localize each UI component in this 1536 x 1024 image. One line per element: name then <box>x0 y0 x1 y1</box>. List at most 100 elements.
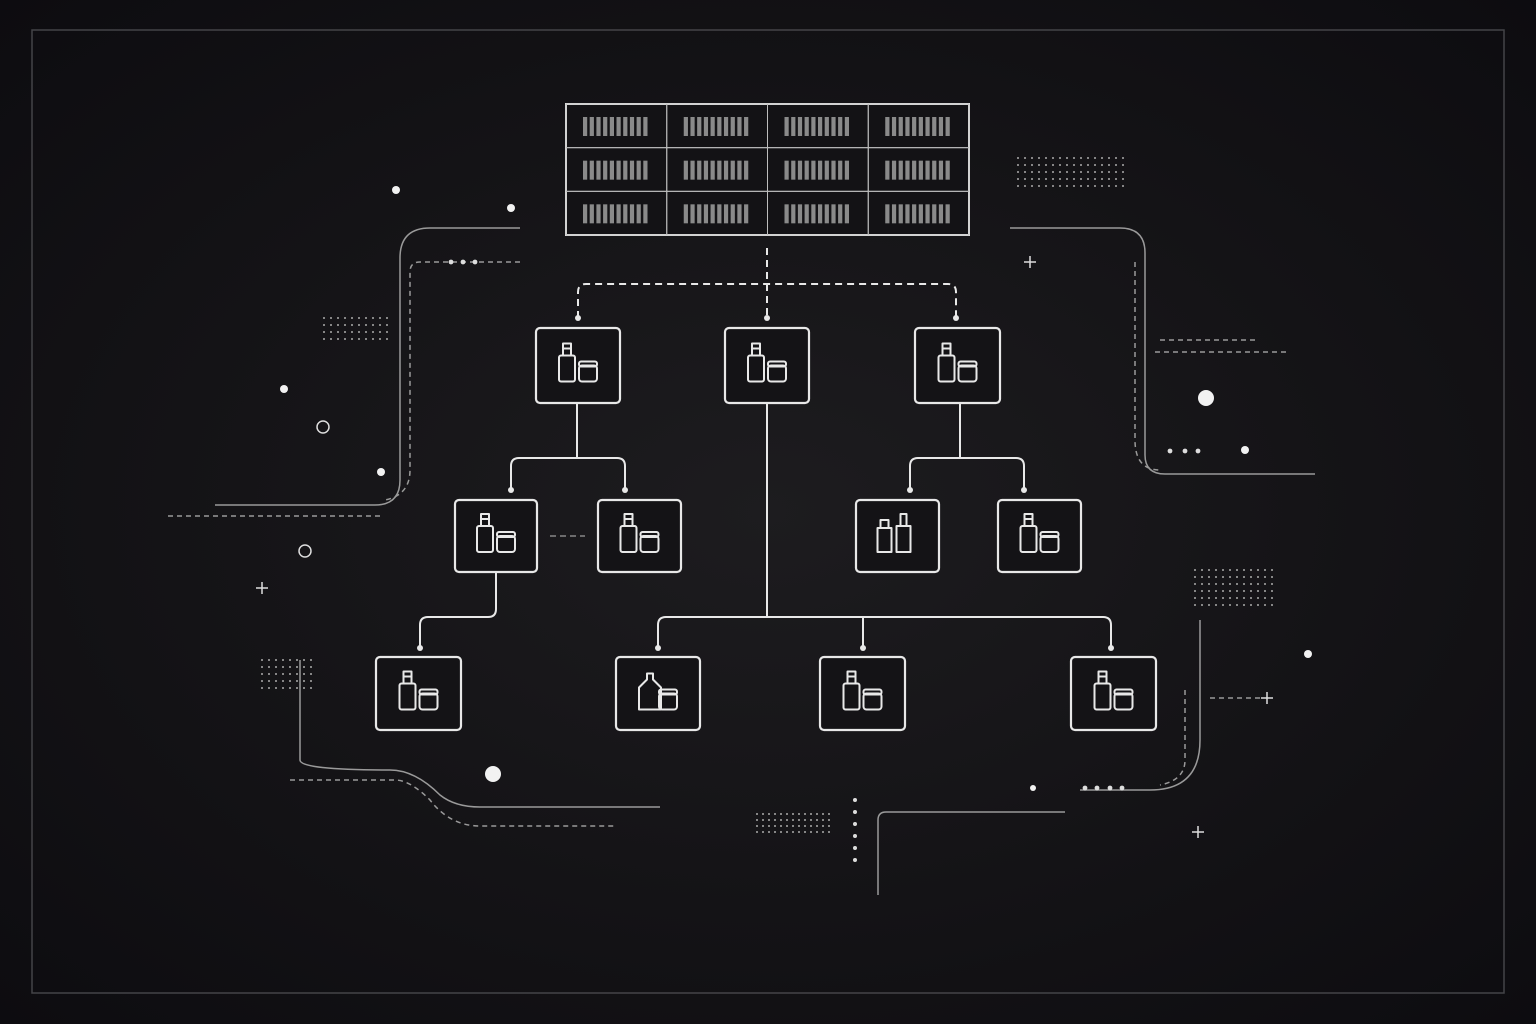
matrix-dot <box>822 825 824 827</box>
matrix-dot <box>261 659 263 661</box>
plus-icon <box>1024 256 1036 268</box>
matrix-dot <box>1087 164 1089 166</box>
matrix-dot <box>1250 569 1252 571</box>
matrix-dot <box>774 819 776 821</box>
barcode-bar <box>683 204 688 224</box>
barcode-bar <box>784 204 789 224</box>
jar-lid <box>658 688 678 696</box>
product-node <box>596 498 683 574</box>
barcode-bar <box>891 160 897 180</box>
barcode-bar <box>744 117 749 136</box>
matrix-dot <box>296 666 298 668</box>
barcode-bar <box>589 117 594 136</box>
barcode-bar <box>898 204 903 224</box>
matrix-dot <box>1038 171 1040 173</box>
node-box <box>596 498 683 574</box>
barcode-bar <box>643 204 648 224</box>
product-node <box>854 498 941 574</box>
plus-icon <box>1192 826 1204 838</box>
circuit-trace <box>384 261 520 501</box>
barcode-bar <box>831 160 836 180</box>
matrix-dot <box>1024 171 1026 173</box>
storage-grid <box>565 103 970 236</box>
barcode-bar <box>891 204 897 224</box>
matrix-dot <box>1087 171 1089 173</box>
barcode-bar <box>636 160 641 180</box>
matrix-dot <box>1122 178 1124 180</box>
jar-lid <box>496 531 516 538</box>
decor-ring <box>316 420 330 434</box>
matrix-dot <box>768 813 770 815</box>
matrix-dot <box>1108 164 1110 166</box>
barcode-bar <box>683 160 688 180</box>
barcode-bar <box>589 204 594 224</box>
barcode-bar <box>730 160 735 180</box>
product-node <box>374 655 463 732</box>
barcode-bar <box>791 160 796 180</box>
matrix-dot <box>330 338 332 340</box>
connector <box>510 403 626 490</box>
barcode-grid-icon <box>583 160 648 180</box>
barcode-bar <box>885 160 890 180</box>
node-box <box>913 326 1002 405</box>
matrix-dot <box>344 317 346 319</box>
matrix-dot <box>1215 576 1217 578</box>
matrix-dot <box>1108 157 1110 159</box>
matrix-dot <box>365 331 367 333</box>
dot-matrix <box>1194 569 1273 606</box>
circuit-trace <box>1134 262 1161 471</box>
matrix-dot <box>1115 157 1117 159</box>
spray-and-jar-icon <box>1019 513 1060 553</box>
matrix-dot <box>1236 597 1238 599</box>
matrix-dot <box>1222 597 1224 599</box>
matrix-dot <box>1194 604 1196 606</box>
matrix-dot <box>303 666 305 668</box>
matrix-dot <box>351 317 353 319</box>
decor-dot <box>853 858 857 862</box>
matrix-dot <box>822 813 824 815</box>
matrix-dot <box>810 819 812 821</box>
matrix-dot <box>282 687 284 689</box>
matrix-dot <box>816 831 818 833</box>
barcode-bar <box>717 117 722 136</box>
matrix-dot <box>261 666 263 668</box>
matrix-dot <box>1094 171 1096 173</box>
matrix-dot <box>1264 569 1266 571</box>
jar-lid <box>1113 688 1134 696</box>
barcode-bar <box>791 117 796 136</box>
arrow-dot <box>575 315 581 321</box>
barcode-bar <box>609 204 614 224</box>
barcode-bar <box>583 160 588 180</box>
matrix-dot <box>1101 157 1103 159</box>
barcode-bar <box>730 117 735 136</box>
matrix-dot <box>1229 604 1231 606</box>
barcode-bar <box>703 160 709 180</box>
barcode-bar <box>844 160 849 180</box>
matrix-dot <box>1122 164 1124 166</box>
arrow-dot <box>417 645 423 651</box>
barcode-bar <box>945 160 950 180</box>
barcode-bar <box>831 204 836 224</box>
product-node <box>453 498 539 574</box>
barcode-bar <box>784 117 789 136</box>
bottle-and-jar-icon <box>937 342 978 383</box>
barcode-bar <box>629 117 635 136</box>
matrix-dot <box>1038 178 1040 180</box>
matrix-dot <box>323 324 325 326</box>
matrix-dot <box>1024 178 1026 180</box>
jug-and-jar-icon <box>638 672 678 711</box>
product-node <box>913 326 1002 405</box>
matrix-dot <box>1087 157 1089 159</box>
matrix-dot <box>1208 597 1210 599</box>
barcode-bar <box>818 160 823 180</box>
matrix-dot <box>1045 178 1047 180</box>
matrix-dot <box>1257 583 1259 585</box>
matrix-dot <box>828 819 830 821</box>
barcode-bar <box>603 117 608 136</box>
matrix-dot <box>1024 185 1026 187</box>
matrix-dot <box>337 338 339 340</box>
barcode-bar <box>905 160 910 180</box>
matrix-dot <box>786 825 788 827</box>
node-box <box>534 326 622 405</box>
matrix-dot <box>1201 590 1203 592</box>
